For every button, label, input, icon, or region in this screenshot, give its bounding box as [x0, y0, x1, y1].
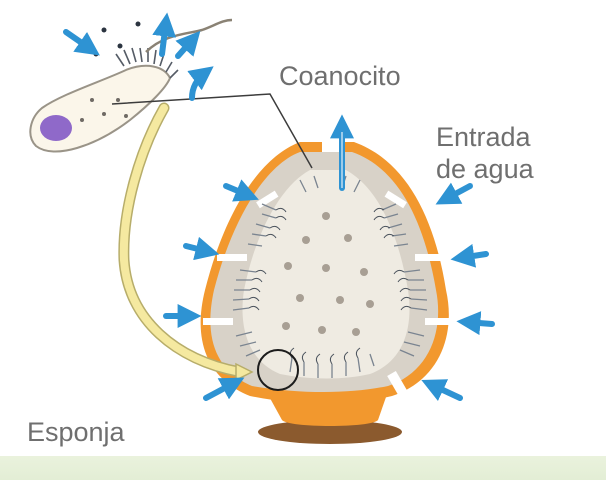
water-flow-arrow-icon [435, 182, 473, 205]
sponge-body [200, 140, 455, 404]
pores [203, 140, 455, 396]
label-sponge: Esponja [27, 417, 125, 447]
bottom-band [0, 456, 606, 480]
water-flow-arrow-icon [421, 379, 463, 401]
food-particles [93, 21, 141, 57]
water-flow-arrow-icon [203, 377, 245, 401]
choanocyte-cell [29, 18, 233, 153]
water-flow-arrow-icon [187, 66, 214, 101]
zoom-pathway [119, 104, 244, 376]
choanocyte-lining [232, 175, 428, 378]
label-choanocyte: Coanocito [279, 61, 401, 91]
water-flow-arrow-icon [223, 179, 259, 202]
highlight-circle [257, 349, 299, 391]
water-flow-arrow-icon [450, 243, 489, 268]
water-flow-arrow-icon [63, 29, 100, 56]
label-water-inlet-line1: Entrada [436, 122, 531, 152]
water-flow-arrow-icon [456, 311, 495, 336]
pathway-arrowhead [235, 362, 254, 382]
water-flow-arrow-icon [183, 236, 220, 261]
label-water-inlet: Entrada de agua [436, 121, 576, 185]
cell-granules [80, 98, 128, 122]
cell-collar [115, 47, 179, 79]
flagella [248, 207, 412, 365]
leader-line [111, 93, 313, 169]
water-flow-arrow-icon [152, 12, 177, 57]
substrate [258, 420, 402, 444]
water-flow-arrow-icon [175, 30, 201, 59]
nucleus [40, 115, 72, 141]
interior-cells [282, 212, 374, 336]
label-water-inlet-line2: de agua [436, 154, 534, 184]
